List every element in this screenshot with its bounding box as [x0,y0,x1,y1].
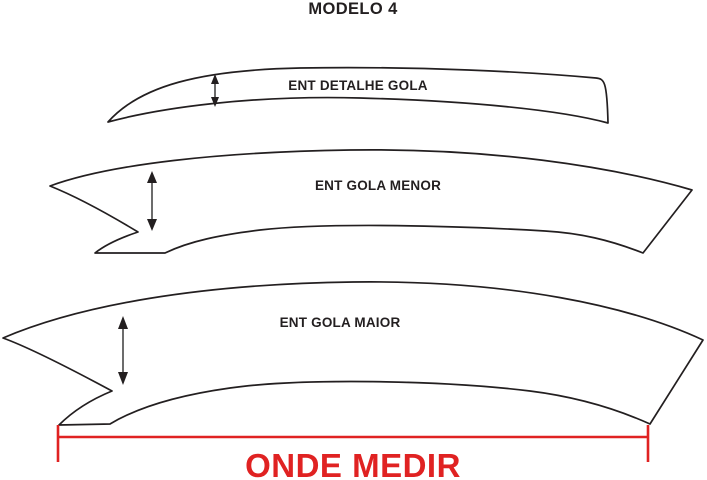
sheet-title: MODELO 4 [308,0,398,18]
piece-ent-gola-menor: ENT GOLA MENOR [49,148,693,254]
piece-outline-detalhe-gola [107,66,609,124]
piece-label-gola-menor: ENT GOLA MENOR [315,178,441,193]
measure-arrow-gola-maior [118,316,128,385]
piece-ent-detalhe-gola: ENT DETALHE GOLA [107,66,609,124]
piece-outline-gola-menor [49,148,693,254]
piece-label-detalhe-gola: ENT DETALHE GOLA [288,78,427,93]
measure-arrow-gola-menor [147,171,157,231]
piece-outline-gola-maior [2,281,704,426]
measurement-caption: ONDE MEDIR [245,447,461,480]
measure-arrow-detalhe-gola [211,74,219,107]
piece-label-gola-maior: ENT GOLA MAIOR [280,315,401,330]
piece-ent-gola-maior: ENT GOLA MAIOR [2,281,704,426]
measurement-dimension [56,425,650,462]
